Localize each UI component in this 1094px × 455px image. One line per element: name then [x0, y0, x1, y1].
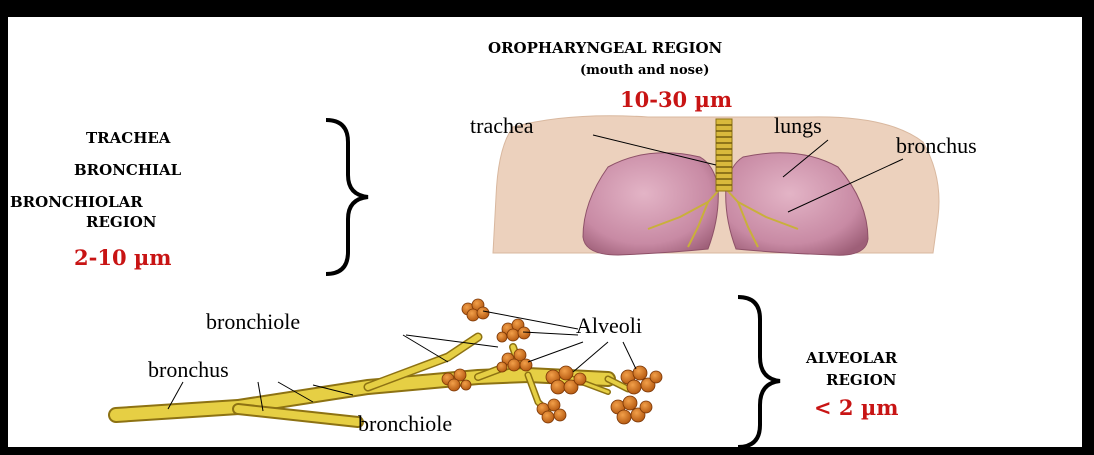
alveoli-cluster-8 — [611, 396, 652, 424]
lower-brace — [738, 297, 780, 447]
label-lungs: lungs — [774, 113, 822, 139]
oropharyngeal-size: 10-30 µm — [620, 87, 732, 112]
tracheobronchial-line1: TRACHEA — [86, 129, 170, 147]
alveolar-line1: ALVEOLAR — [806, 349, 897, 367]
tracheobronchial-line4: REGION — [86, 213, 157, 231]
alveoli-cluster-1 — [462, 299, 489, 321]
alveolar-size: < 2 µm — [814, 395, 898, 420]
label-bronchiole-bottom: bronchiole — [358, 411, 452, 437]
label-trachea: trachea — [470, 113, 534, 139]
label-bronchiole-top: bronchiole — [206, 309, 300, 335]
trachea-illustration — [716, 119, 732, 191]
label-bronchus-upper: bronchus — [896, 133, 977, 159]
oropharyngeal-subtitle: (mouth and nose) — [580, 63, 709, 78]
respiratory-deposition-diagram: OROPHARYNGEAL REGION (mouth and nose) 10… — [8, 14, 1082, 447]
alveoli-cluster-2 — [497, 319, 530, 342]
label-bronchus-lower: bronchus — [148, 357, 229, 383]
tracheobronchial-line3: BRONCHIOLAR — [10, 193, 143, 211]
tracheobronchial-size: 2-10 µm — [74, 245, 171, 270]
alveolar-line2: REGION — [826, 371, 897, 389]
alveoli-cluster-3 — [497, 349, 532, 372]
upper-brace — [326, 120, 368, 274]
oropharyngeal-title: OROPHARYNGEAL REGION — [488, 39, 722, 57]
tracheobronchial-line2: BRONCHIAL — [74, 161, 181, 179]
label-alveoli: Alveoli — [576, 313, 642, 339]
